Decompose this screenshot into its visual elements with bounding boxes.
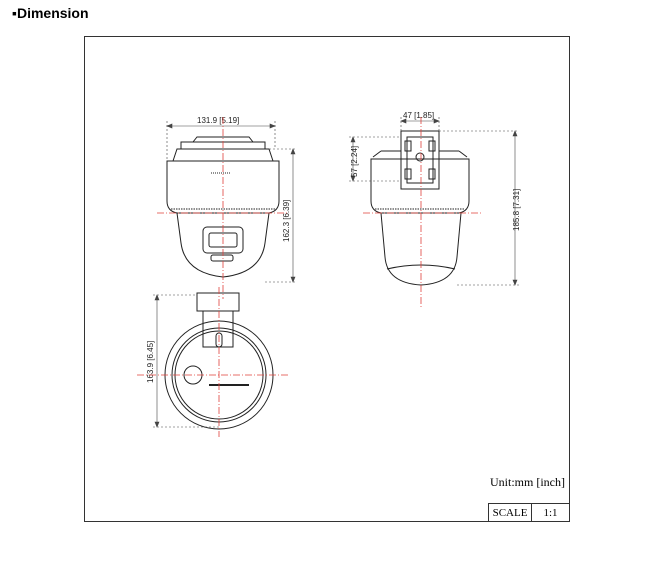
heading-text: Dimension bbox=[16, 5, 89, 21]
front-width-dimension: 131.9 [5.19] bbox=[197, 116, 239, 125]
section-heading: ▪Dimension bbox=[12, 5, 89, 21]
heading-bullet: ▪ bbox=[12, 5, 17, 21]
side-height-dimension: 185.8 [7.31] bbox=[512, 189, 521, 231]
side-bracket-width-dimension: 47 [1.85] bbox=[403, 111, 434, 120]
front-height-dimension: 162.3 [6.39] bbox=[282, 200, 291, 242]
scale-value: 1:1 bbox=[543, 507, 558, 519]
front-view bbox=[166, 121, 297, 283]
dimension-drawing: 131.9 [5.19] 162.3 [6.39] bbox=[137, 111, 521, 437]
unit-label: Unit:mm [inch] bbox=[490, 475, 565, 489]
scale-label: SCALE bbox=[489, 504, 532, 522]
scale-box: SCALE 1:1 bbox=[488, 503, 569, 522]
side-view bbox=[349, 117, 519, 286]
side-bracket-height-dimension: 57 [2.24] bbox=[350, 146, 359, 177]
bottom-view bbox=[153, 292, 274, 430]
drawing-frame: 131.9 [5.19] 162.3 [6.39] bbox=[84, 36, 570, 522]
bottom-depth-dimension: 163.9 [6.45] bbox=[146, 341, 155, 383]
centerlines bbox=[137, 117, 483, 437]
